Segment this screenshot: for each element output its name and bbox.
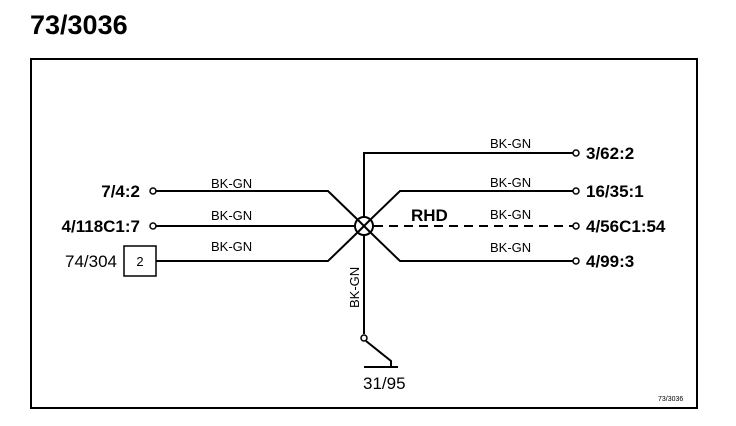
- right-wire-4-color: BK-GN: [490, 240, 531, 255]
- left-terminal-1[interactable]: [149, 187, 157, 195]
- left-terminal-2[interactable]: [149, 222, 157, 230]
- right-wire-1-color: BK-GN: [490, 136, 531, 151]
- right-connector-1-label: 3/62:2: [586, 144, 634, 163]
- right-terminal-2[interactable]: [572, 187, 580, 195]
- connector-pin-box[interactable]: [123, 245, 157, 277]
- diagram-ref-number: 73/3036: [658, 396, 683, 403]
- left-wire-2-color: BK-GN: [211, 208, 252, 223]
- ground-switch-icon: [365, 340, 392, 367]
- splice-icon: [354, 216, 374, 236]
- connector-pin-number: 2: [136, 254, 143, 269]
- left-connector-1-label: 7/4:2: [101, 182, 140, 201]
- right-connector-3-label: 4/56C1:54: [586, 217, 666, 236]
- left-wire-2: BK-GN 4/118C1:7: [62, 208, 354, 236]
- left-connector-3-label: 74/304: [65, 252, 117, 271]
- left-wire-3: 2 BK-GN 74/304: [65, 231, 359, 277]
- diagram-frame: [30, 58, 698, 409]
- right-wire-2-color: BK-GN: [490, 175, 531, 190]
- left-connector-2-label: 4/118C1:7: [62, 217, 140, 236]
- left-wire-1-color: BK-GN: [211, 176, 252, 191]
- ground-wire: BK-GN 31/95: [347, 235, 406, 393]
- ground-terminal[interactable]: [360, 334, 368, 342]
- right-wire-1: BK-GN 3/62:2: [363, 136, 634, 226]
- right-terminal-3[interactable]: [572, 222, 580, 230]
- right-wire-2: BK-GN 16/35:1: [369, 175, 644, 221]
- rhd-variant-label: RHD: [411, 206, 448, 225]
- right-connector-2-label: 16/35:1: [586, 182, 644, 201]
- ground-label: 31/95: [363, 374, 406, 393]
- right-terminal-4[interactable]: [572, 257, 580, 265]
- ground-wire-color: BK-GN: [347, 267, 362, 308]
- page-title: 73/3036: [30, 10, 128, 40]
- right-wire-3: RHD BK-GN 4/56C1:54: [374, 206, 666, 236]
- right-terminal-1[interactable]: [572, 149, 580, 157]
- left-wire-1: BK-GN 7/4:2: [101, 176, 359, 221]
- left-wire-3-color: BK-GN: [211, 239, 252, 254]
- right-wire-3-color: BK-GN: [490, 207, 531, 222]
- right-wire-4: BK-GN 4/99:3: [369, 231, 634, 271]
- right-connector-4-label: 4/99:3: [586, 252, 634, 271]
